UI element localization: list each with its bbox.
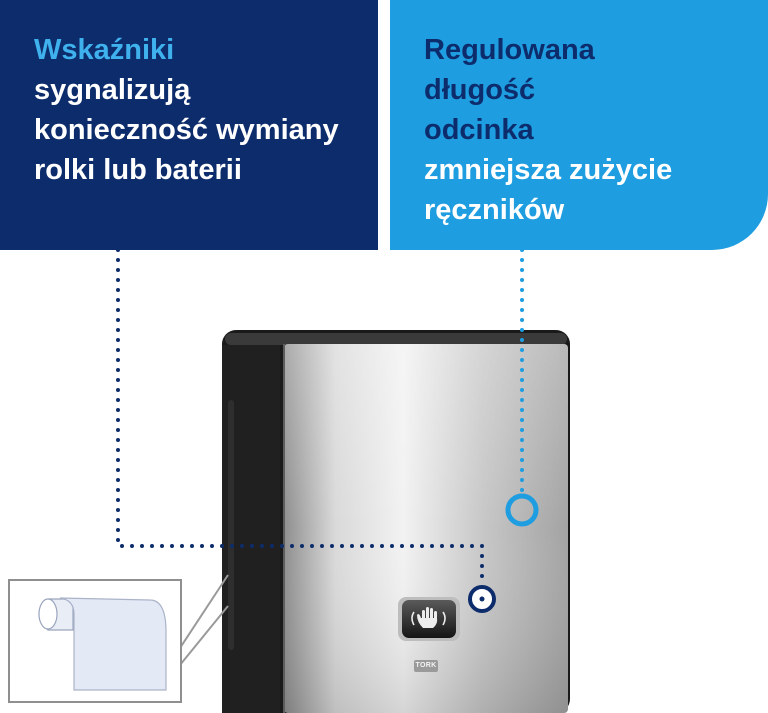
- length-marker: [505, 493, 539, 527]
- indicator-line-3: rolki lub baterii: [34, 154, 242, 186]
- length-heading-1: Regulowana: [424, 34, 595, 66]
- indicator-connector-line: [116, 248, 484, 588]
- indicator-info-text: Wskaźniki sygnalizują konieczność wymian…: [34, 30, 339, 190]
- indicator-info-panel: Wskaźniki sygnalizują konieczność wymian…: [0, 0, 378, 250]
- indicator-line-1: sygnalizują: [34, 74, 191, 106]
- indicator-heading: Wskaźniki: [34, 34, 175, 66]
- length-heading-2: długość: [424, 74, 536, 106]
- sensor-window: [398, 597, 460, 641]
- length-info-text: Regulowana długość odcinka zmniejsza zuż…: [424, 30, 672, 230]
- dispenser-body: [222, 330, 570, 713]
- length-heading-3: odcinka: [424, 114, 534, 146]
- length-info-panel: Regulowana długość odcinka zmniejsza zuż…: [390, 0, 768, 250]
- hand-icon: [411, 607, 446, 628]
- length-line-2: ręczników: [424, 194, 565, 226]
- paper-roll-icon: [38, 597, 167, 691]
- paper-roll-callout: [8, 574, 229, 703]
- length-line-1: zmniejsza zużycie: [424, 154, 673, 186]
- tork-logo: TORK: [415, 661, 437, 671]
- indicator-line-2: konieczność wymiany: [34, 114, 339, 146]
- indicator-marker-dot: [479, 596, 485, 602]
